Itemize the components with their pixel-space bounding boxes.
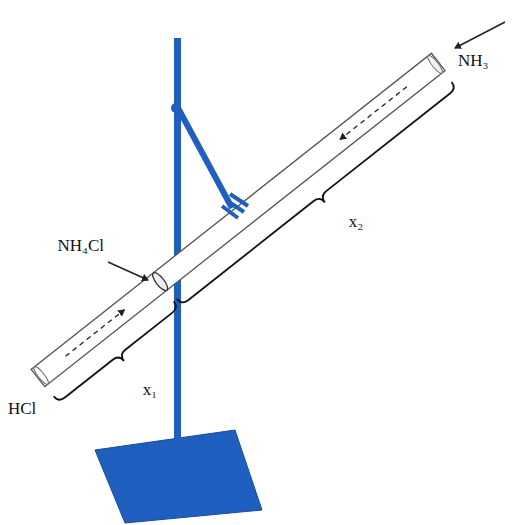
distance-label: x₂ [349,213,363,232]
compound-label: NH₄Cl [57,237,104,256]
clamp-knob [171,103,181,113]
glass-tube [31,53,463,409]
nh3-arrow [455,22,505,48]
distance-label: x₁ [143,381,157,400]
clamp-arm [178,108,232,208]
clamp-fork [222,194,248,218]
gas-label: HCl [8,400,36,419]
x1-bracket [54,301,184,408]
gas-label: NH₃ [458,52,488,71]
nh4cl-arrow [108,262,148,280]
x2-bracket [177,82,462,311]
nh4cl-ring [150,270,170,292]
